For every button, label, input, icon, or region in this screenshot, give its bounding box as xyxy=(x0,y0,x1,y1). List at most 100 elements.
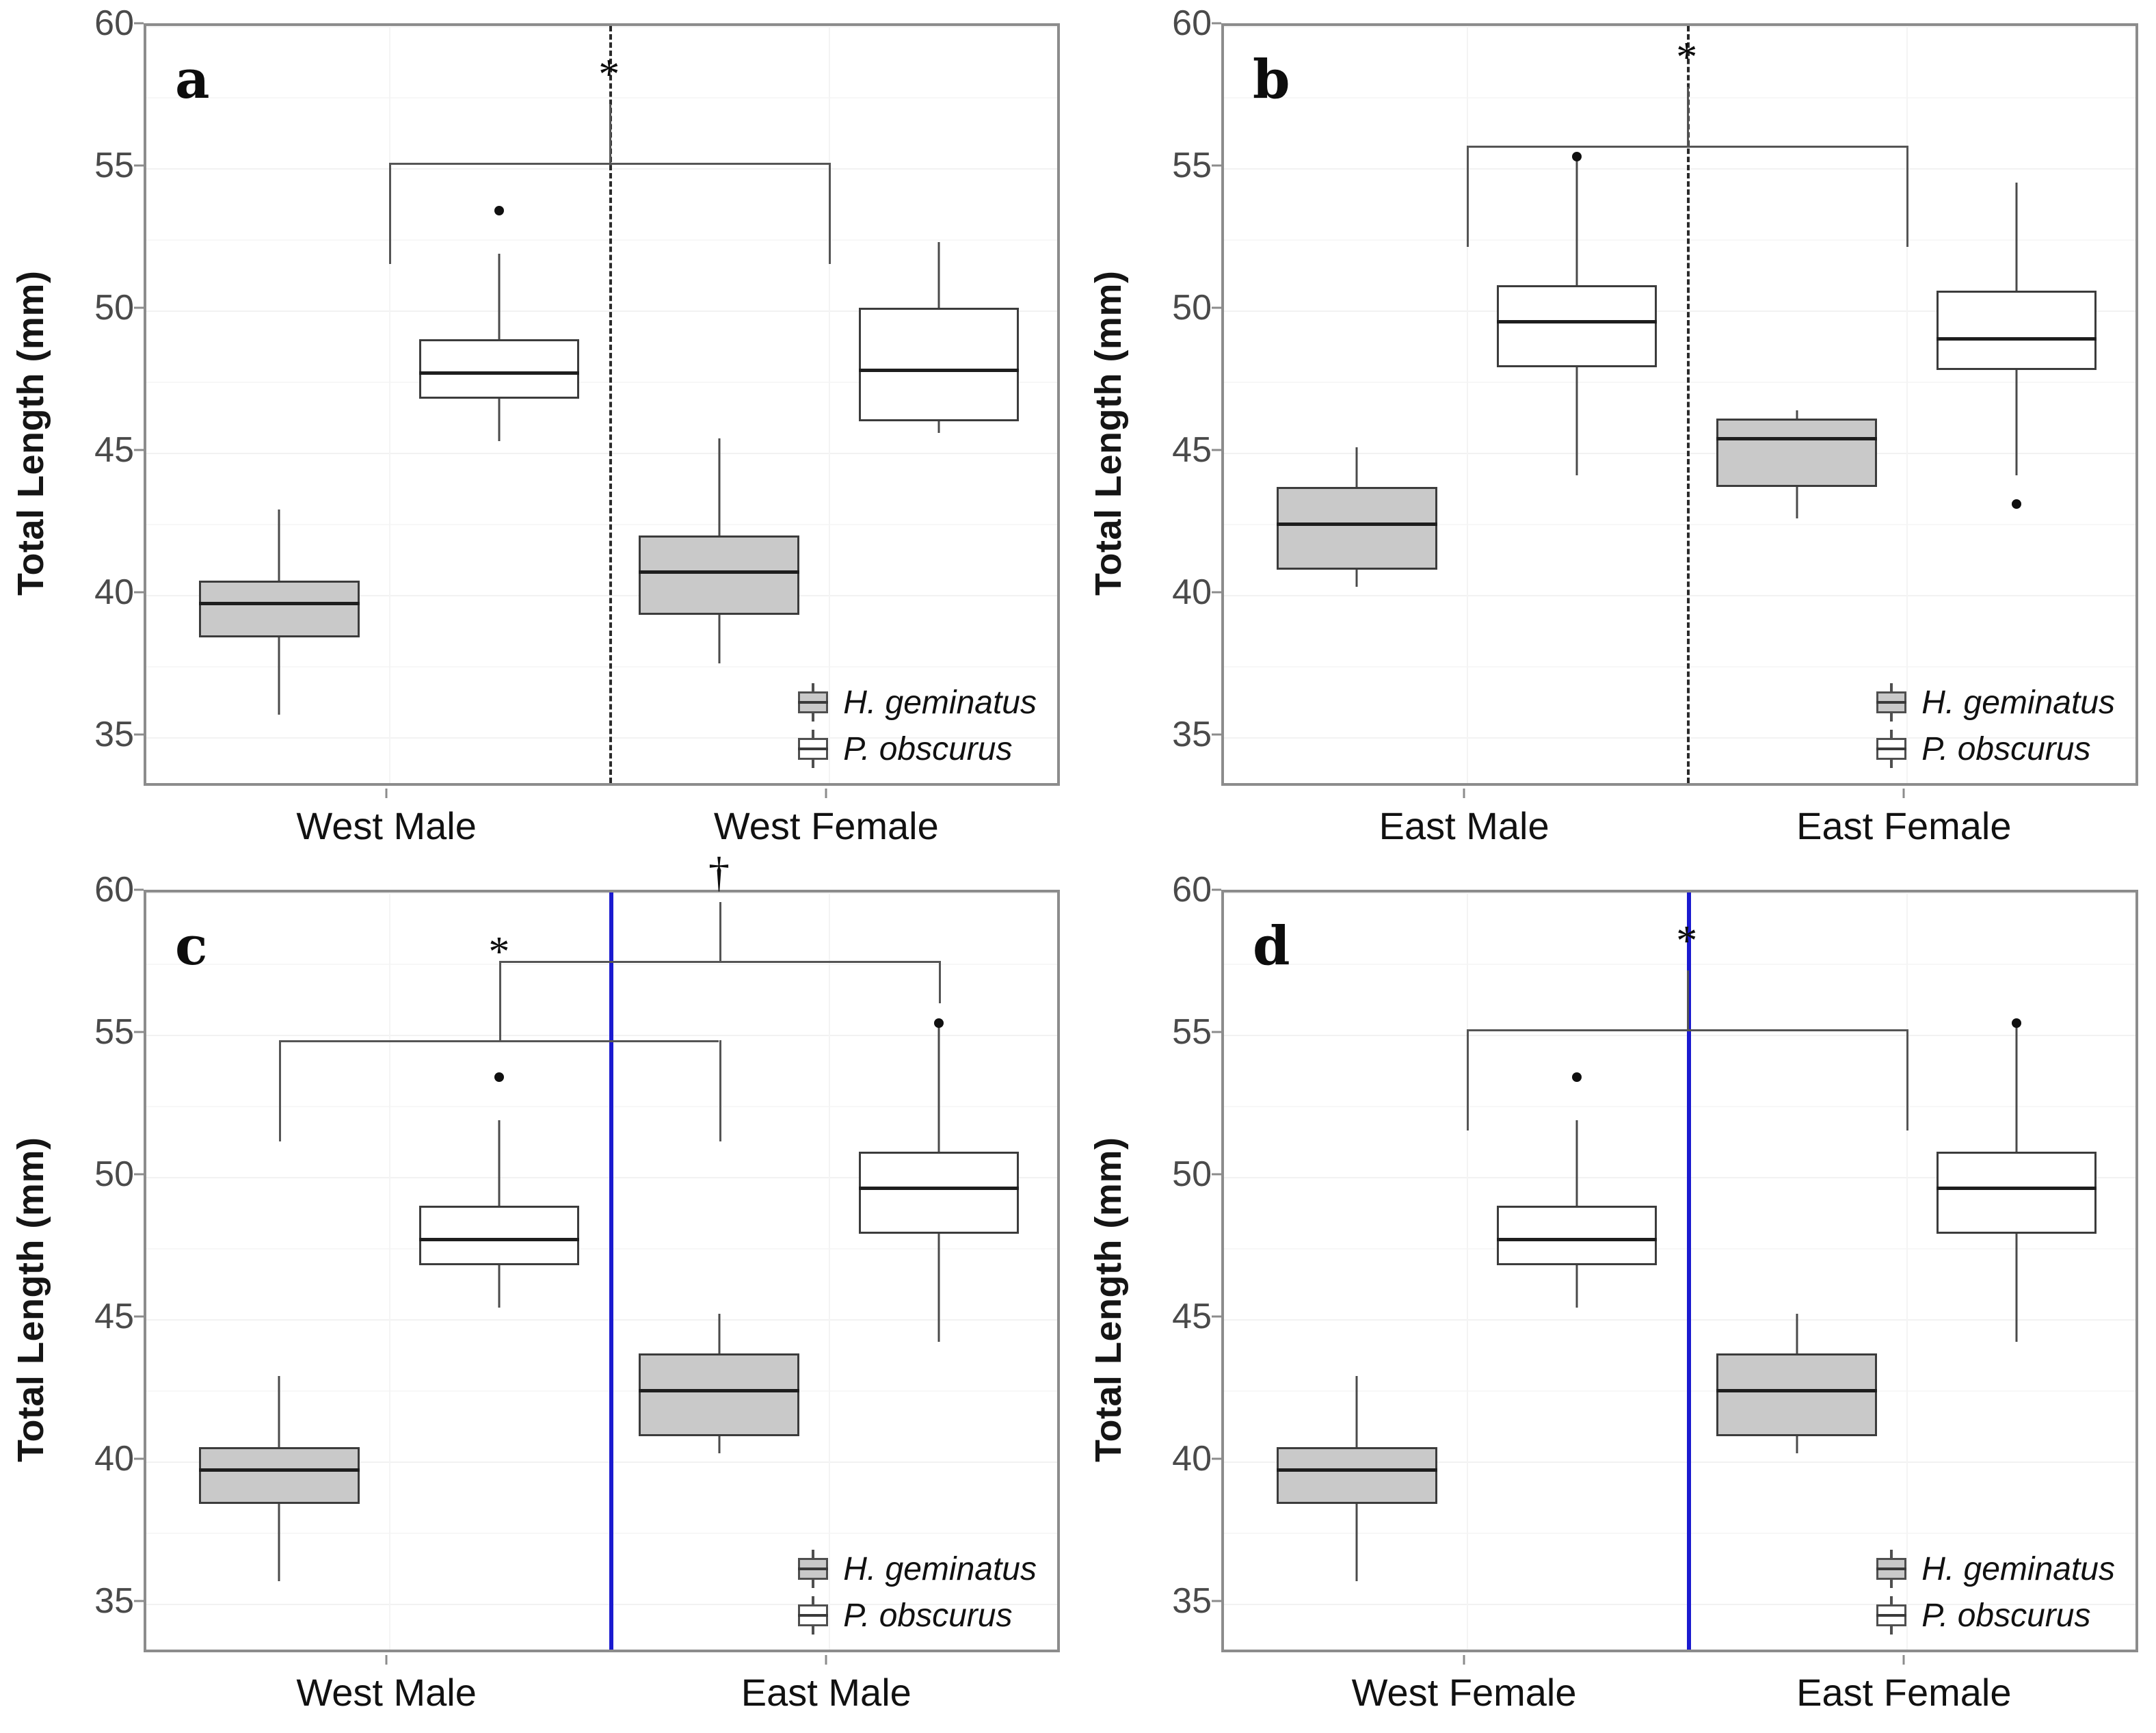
y-tick-label: 45 xyxy=(94,1297,134,1337)
box xyxy=(1936,290,2097,371)
y-tick-label: 35 xyxy=(94,1581,134,1622)
gridline-major xyxy=(146,310,1057,313)
whisker-upper xyxy=(1575,157,1578,285)
y-tick-mark xyxy=(1212,1600,1221,1602)
x-tick-label: West Male xyxy=(296,804,477,847)
whisker-lower xyxy=(937,1234,940,1342)
boxplot xyxy=(1936,26,2097,789)
legend-key-whisker-top xyxy=(812,683,815,693)
gridline-vertical xyxy=(1467,26,1469,783)
y-tick-mark xyxy=(1212,449,1221,451)
bracket-bar xyxy=(498,960,940,963)
bracket-bar xyxy=(279,1040,719,1043)
x-tick-mark xyxy=(1902,1655,1905,1665)
y-tick-label: 40 xyxy=(1172,572,1212,613)
y-tick-label: 40 xyxy=(1172,1439,1212,1479)
significance-bracket: * xyxy=(146,26,1063,789)
bracket-stem xyxy=(498,981,501,1041)
x-tick-mark xyxy=(385,1655,388,1665)
y-tick-labels: 35 40 45 50 55 60 xyxy=(1135,866,1212,1733)
y-tick-mark xyxy=(134,888,144,891)
x-tick-label: East Female xyxy=(1796,804,2012,847)
x-tick-mark xyxy=(1463,1655,1465,1665)
whisker-upper xyxy=(1796,1313,1798,1353)
box xyxy=(1716,419,1877,487)
gridline-major xyxy=(146,453,1057,455)
y-tick-label: 60 xyxy=(1172,870,1212,910)
bracket-stem xyxy=(1686,86,1689,146)
boxplot xyxy=(639,26,799,789)
box xyxy=(858,1151,1020,1234)
gridline-minor xyxy=(146,1248,1057,1250)
legend-key-obscurus xyxy=(795,730,831,768)
box xyxy=(1936,1151,2097,1234)
legend-key-whisker-bottom xyxy=(812,758,815,768)
gridline-minor xyxy=(1224,964,2135,965)
y-tick-label: 55 xyxy=(1172,1012,1212,1053)
bracket-leg xyxy=(1467,145,1469,247)
legend-item: P. obscurus xyxy=(1874,1596,2115,1635)
gridline-minor xyxy=(146,1390,1057,1392)
bracket-leg xyxy=(279,1040,282,1142)
y-tick-label: 35 xyxy=(1172,1581,1212,1622)
legend-key-whisker-bottom xyxy=(1890,758,1893,768)
box xyxy=(858,307,1020,422)
legend-key-whisker-top xyxy=(1890,683,1893,693)
gridline-major xyxy=(146,595,1057,597)
y-tick-label: 50 xyxy=(1172,1154,1212,1195)
legend-key-median xyxy=(798,701,829,704)
bracket-leg xyxy=(389,162,392,264)
bracket-leg xyxy=(939,960,942,1003)
gridline-major xyxy=(1224,1319,2135,1321)
y-axis-label: Total Length (mm) xyxy=(10,1137,51,1463)
y-tick-label: 50 xyxy=(94,288,134,328)
box xyxy=(199,1447,360,1505)
whisker-upper xyxy=(2015,1023,2018,1152)
boxplot xyxy=(199,892,360,1655)
whisker-lower xyxy=(278,637,280,715)
whisker-upper xyxy=(1575,1120,1578,1206)
box xyxy=(1716,1353,1877,1436)
boxplot xyxy=(1496,26,1658,789)
whisker-lower xyxy=(1355,1504,1358,1581)
x-tick-mark xyxy=(825,1655,827,1665)
legend-key-whisker-top xyxy=(1890,1550,1893,1559)
y-tick-label: 45 xyxy=(1172,1297,1212,1337)
whisker-lower xyxy=(278,1504,280,1581)
whisker-upper xyxy=(498,1120,501,1206)
median-line xyxy=(1936,1187,2097,1191)
gridline-major xyxy=(1224,892,2135,894)
legend-key-median xyxy=(1876,748,1907,750)
whisker-upper xyxy=(1355,1376,1358,1448)
legend-label: H. geminatus xyxy=(1921,684,2115,721)
whisker-upper xyxy=(937,242,940,308)
legend-key-whisker-bottom xyxy=(812,1625,815,1635)
whisker-upper xyxy=(718,1313,720,1353)
gridline-major xyxy=(1224,1604,2135,1606)
outlier-point xyxy=(2012,1018,2022,1029)
boxplot xyxy=(199,26,360,789)
whisker-upper xyxy=(278,1376,280,1448)
whisker-lower xyxy=(937,421,940,433)
boxplot xyxy=(858,26,1020,789)
bracket-stem xyxy=(1686,970,1689,1029)
legend-key-geminatus xyxy=(795,683,831,722)
gridline-major xyxy=(1224,453,2135,455)
gridline-major xyxy=(1224,737,2135,739)
legend-key-obscurus xyxy=(1874,1596,1909,1635)
y-tick-mark xyxy=(1212,22,1221,25)
bracket-leg xyxy=(1906,1029,1909,1130)
bracket-leg xyxy=(498,960,501,1003)
gridline-vertical xyxy=(389,26,391,783)
gridline-minor xyxy=(146,97,1057,98)
legend-label: H. geminatus xyxy=(843,684,1037,721)
gridline-major xyxy=(1224,168,2135,170)
x-tick-mark xyxy=(385,789,388,798)
legend-key-obscurus xyxy=(1874,730,1909,768)
